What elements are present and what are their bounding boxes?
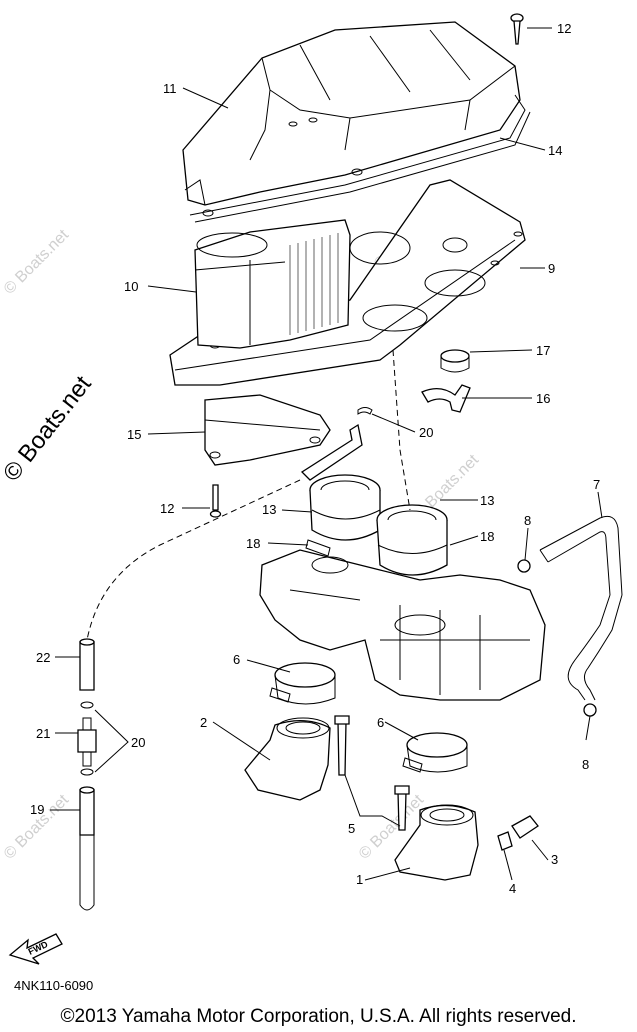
part-19-hose	[79, 786, 95, 911]
callout-6-right: 6	[377, 715, 384, 730]
part-17-grommet	[440, 349, 470, 373]
part-hose-upper	[300, 423, 363, 481]
part-12-top-screw	[510, 13, 524, 45]
callout-11: 11	[163, 81, 177, 96]
callout-6-left: 6	[233, 652, 240, 667]
callout-16: 16	[536, 391, 550, 406]
callout-18-left: 18	[246, 536, 260, 551]
leader-lines	[50, 27, 603, 881]
callout-20-lower: 20	[131, 735, 145, 750]
callout-9: 9	[548, 261, 555, 276]
part-15-bracket	[204, 394, 331, 466]
callout-17: 17	[536, 343, 550, 358]
callout-labels: 12 11 14 9 10 17 16 15 20 12 13 13 18 18…	[30, 21, 600, 896]
callout-14: 14	[548, 143, 562, 158]
callout-1: 1	[356, 872, 363, 887]
callout-10: 10	[124, 279, 138, 294]
part-6-clamp-right	[402, 732, 468, 773]
callout-21: 21	[36, 726, 50, 741]
part-10-air-filter	[194, 219, 351, 349]
callout-13-right: 13	[480, 493, 494, 508]
part-22-hose	[79, 638, 95, 691]
part-6-clamp-left	[269, 662, 336, 705]
part-20-clip-a	[80, 701, 94, 709]
callout-3: 3	[551, 852, 558, 867]
callout-5: 5	[348, 821, 355, 836]
fwd-arrow-icon: FWD	[8, 933, 63, 965]
callout-2: 2	[200, 715, 207, 730]
part-1-manifold-right	[394, 804, 479, 881]
callout-13-left: 13	[262, 502, 276, 517]
part-8-clip-lower	[583, 703, 597, 717]
callout-7: 7	[593, 477, 600, 492]
part-2-manifold-left	[244, 717, 331, 801]
part-16-drain-elbow	[421, 384, 471, 413]
part-5-screw-right	[394, 785, 410, 831]
part-14-gasket	[189, 94, 531, 223]
copyright-notice: ©2013 Yamaha Motor Corporation, U.S.A. A…	[60, 1006, 577, 1027]
part-code: 4NK110-6090	[14, 978, 94, 993]
callout-15: 15	[127, 427, 141, 442]
callout-20-upper: 20	[419, 425, 433, 440]
vent-line-dashed	[86, 349, 411, 641]
part-8-clip-upper	[517, 559, 531, 573]
part-4-nipple	[497, 831, 513, 851]
part-5-screw-left	[334, 715, 350, 776]
callout-18-right: 18	[480, 529, 494, 544]
callout-12-top: 12	[557, 21, 571, 36]
part-21-check-valve	[77, 717, 97, 767]
callout-8-upper: 8	[524, 513, 531, 528]
carburetor-assembly	[259, 549, 546, 701]
part-20-hose-clip-upper	[357, 407, 373, 415]
part-7-hose	[539, 515, 623, 701]
callout-8-lower: 8	[582, 757, 589, 772]
part-12-lower-screw	[209, 484, 222, 518]
part-13-joint-right	[376, 504, 448, 576]
part-3-cap	[511, 815, 539, 839]
callout-4: 4	[509, 881, 516, 896]
callout-19: 19	[30, 802, 44, 817]
callout-12-lower: 12	[160, 501, 174, 516]
part-13-joint-left	[309, 474, 381, 541]
watermark-1: © Boats.net	[1, 226, 73, 298]
part-20-clip-b	[80, 768, 94, 776]
callout-22: 22	[36, 650, 50, 665]
part-11-airbox-cover	[182, 21, 521, 217]
